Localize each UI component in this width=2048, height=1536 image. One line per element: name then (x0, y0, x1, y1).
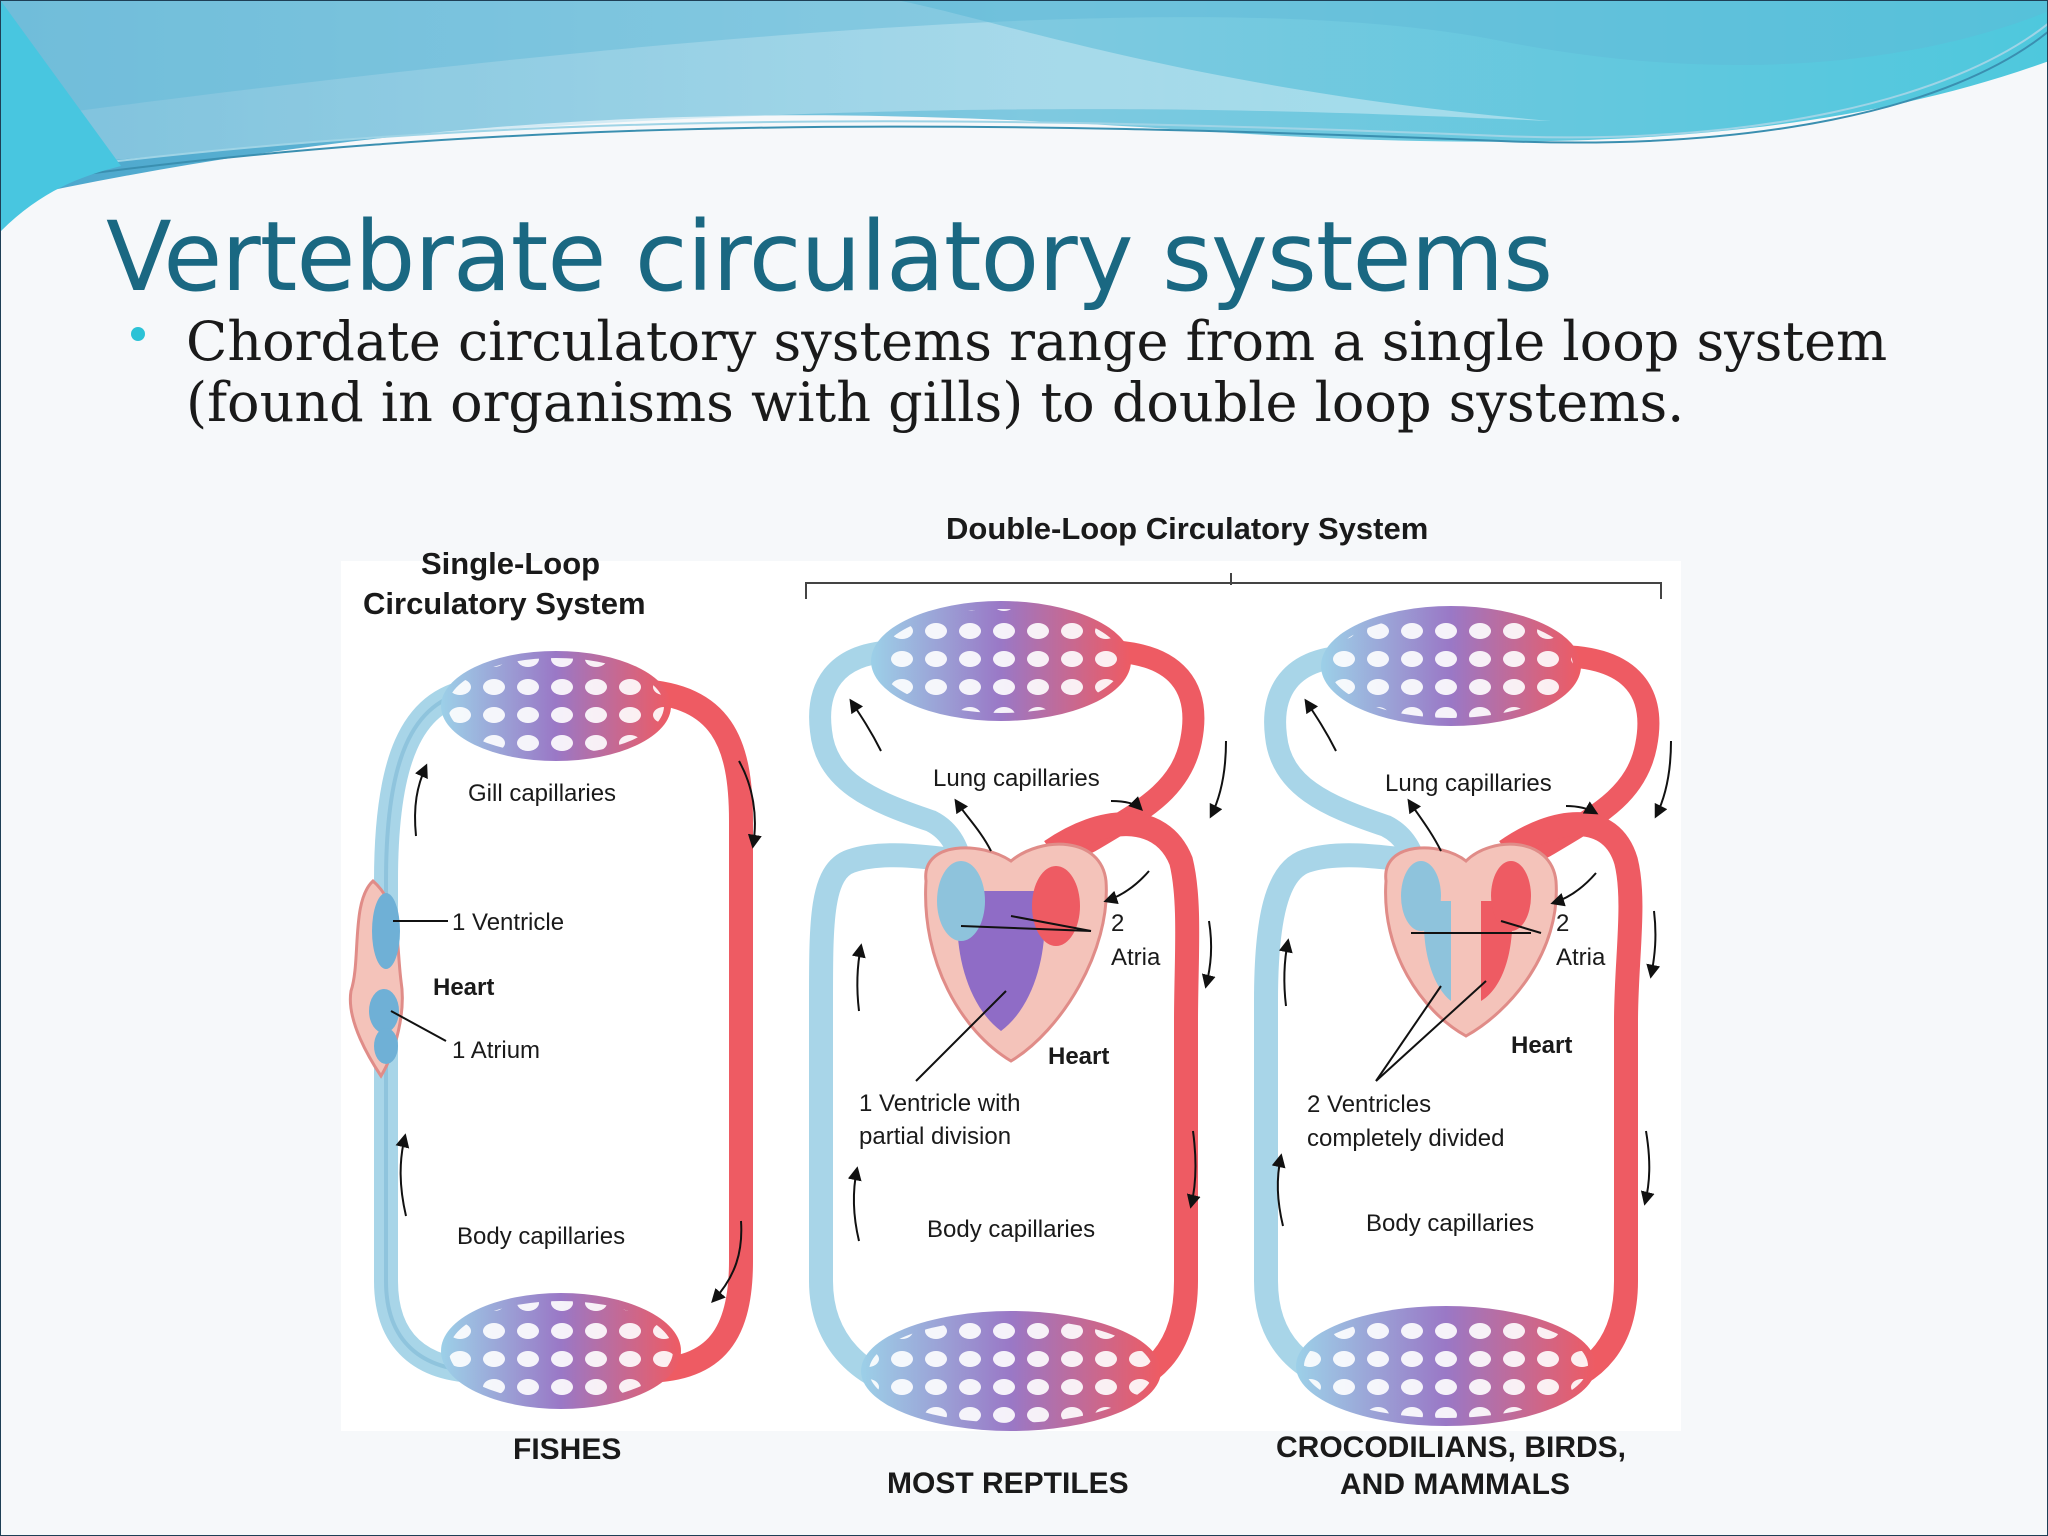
fish-caption: FISHES (513, 1433, 622, 1466)
fish-heart (348, 878, 404, 1079)
double-loop-bracket (805, 573, 1662, 599)
reptile-heart (924, 842, 1108, 1063)
mammal-atria-number: 2 (1556, 910, 1570, 937)
mammal-ventricle-label-2: completely divided (1307, 1125, 1505, 1152)
reptile-ventricle-label-2: partial division (859, 1123, 1012, 1150)
reptile-body-capillaries-label: Body capillaries (927, 1216, 1096, 1243)
reptile-atria-label: Atria (1111, 944, 1161, 971)
mammal-ventricle-label-1: 2 Ventricles (1307, 1091, 1432, 1118)
fish-body-capillaries-label: Body capillaries (457, 1223, 626, 1250)
fish-gill-capillaries-label: Gill capillaries (468, 780, 617, 807)
mammal-body-capillaries-label: Body capillaries (1366, 1210, 1535, 1237)
reptile-atria-number: 2 (1111, 910, 1125, 937)
mammal-circuit (1254, 606, 1672, 1426)
reptile-ventricle-label-1: 1 Ventricle with (859, 1090, 1021, 1117)
bullet-dot (131, 327, 145, 341)
fish-circuit (348, 651, 762, 1409)
reptile-lung-capillaries-label: Lung capillaries (933, 765, 1100, 792)
double-loop-header: Double-Loop Circulatory System (946, 511, 1429, 546)
mammal-caption-2: AND MAMMALS (1340, 1468, 1570, 1501)
slide-title: Vertebrate circulatory systems (106, 201, 1553, 313)
fish-atrium-label: 1 Atrium (452, 1037, 541, 1064)
mammal-caption-1: CROCODILIANS, BIRDS, (1276, 1431, 1627, 1464)
bullet-line-2: (found in organisms with gills) to doubl… (186, 371, 1685, 434)
reptile-heart-label: Heart (1048, 1043, 1110, 1070)
mammal-heart-label: Heart (1511, 1032, 1573, 1059)
header-wave-decoration (1, 1, 2047, 231)
mammal-heart (1384, 842, 1558, 1038)
fish-heart-label: Heart (433, 974, 495, 1001)
reptile-caption: MOST REPTILES (887, 1467, 1129, 1500)
single-loop-header-2: Circulatory System (363, 586, 646, 621)
reptile-circuit (809, 601, 1227, 1431)
mammal-lung-capillaries-label: Lung capillaries (1385, 770, 1552, 797)
mammal-atria-label: Atria (1556, 944, 1606, 971)
fish-ventricle-label: 1 Ventricle (452, 909, 565, 936)
single-loop-header-1: Single-Loop (421, 546, 601, 581)
bullet-text: Chordate circulatory systems range from … (186, 311, 2006, 433)
bullet-line-1: Chordate circulatory systems range from … (186, 310, 1888, 373)
